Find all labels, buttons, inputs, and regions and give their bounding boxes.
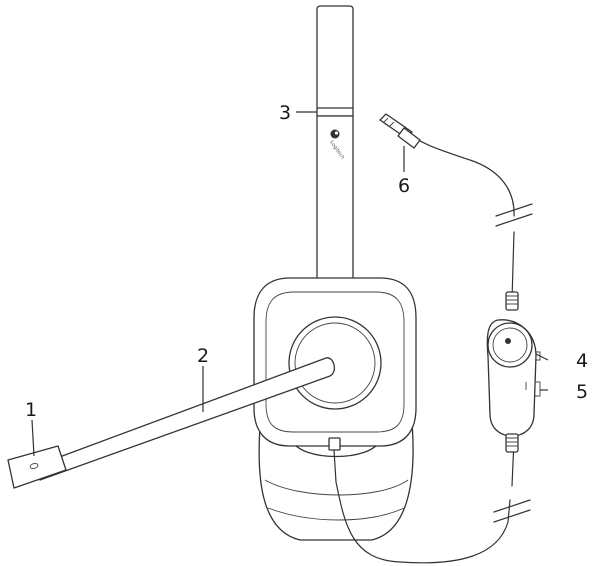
- control-dial: [487, 322, 533, 368]
- boom-microphone: [7, 357, 336, 489]
- ear-cup: [253, 277, 417, 447]
- headband-adjuster: [316, 107, 354, 117]
- headband: [316, 5, 354, 283]
- callout-1: 1: [25, 399, 37, 421]
- callout-4: 4: [576, 350, 588, 372]
- leader-lines: [31, 111, 549, 457]
- ear-cup-inner: [294, 322, 376, 404]
- callout-6: 6: [398, 175, 410, 197]
- inline-control: [486, 291, 541, 453]
- audio-plug: [379, 113, 421, 149]
- callout-5: 5: [576, 381, 588, 403]
- leader-4: [535, 353, 549, 361]
- callout-2: 2: [197, 345, 209, 367]
- mute-switch: [535, 381, 541, 397]
- headset-cable: [328, 129, 533, 564]
- callout-3: 3: [279, 102, 291, 124]
- control-logo-icon: [505, 338, 511, 344]
- leader-1: [31, 419, 35, 457]
- headband-top-pad: [316, 5, 354, 111]
- cable-strain-relief: [328, 437, 341, 451]
- ear-cup-ring: [288, 316, 382, 410]
